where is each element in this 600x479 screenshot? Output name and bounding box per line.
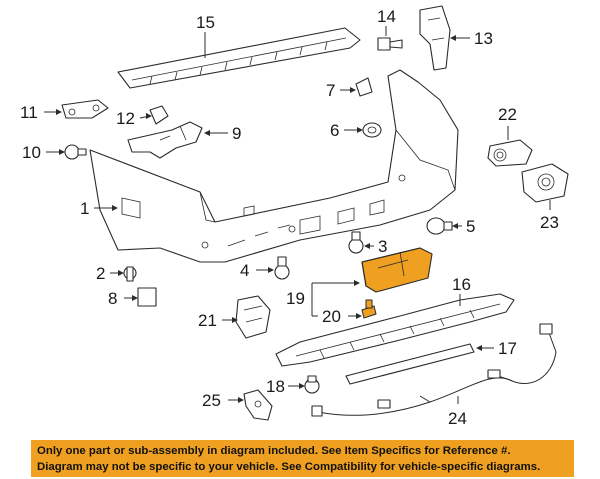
part-16-reinforcement xyxy=(275,293,515,367)
arrow-5 xyxy=(452,223,458,229)
part-17-strip xyxy=(345,343,475,385)
arrow-9 xyxy=(204,130,210,136)
disclaimer-line-2: Diagram may not be specific to your vehi… xyxy=(37,461,541,473)
callout-11: 11 xyxy=(20,103,38,122)
callout-7: 7 xyxy=(326,81,335,100)
arrow-3 xyxy=(364,243,370,249)
arrow-19 xyxy=(354,280,360,286)
callout-25: 25 xyxy=(202,391,221,410)
callout-20: 20 xyxy=(322,307,341,326)
part-22-sensor xyxy=(487,139,533,167)
callout-5: 5 xyxy=(466,217,475,236)
part-21-bracket xyxy=(235,295,271,339)
arrow-6 xyxy=(357,127,363,133)
part-18-bolt xyxy=(304,375,320,394)
callout-8: 8 xyxy=(108,289,117,308)
arrow-21 xyxy=(232,317,238,323)
arrow-10 xyxy=(59,149,65,155)
callout-17: 17 xyxy=(498,339,517,358)
arrow-12 xyxy=(146,113,152,119)
part-13-bracket xyxy=(419,5,451,71)
arrow-1 xyxy=(112,205,118,211)
callout-13: 13 xyxy=(474,29,493,48)
part-9-bracket xyxy=(127,121,203,159)
part-19-bracket-highlighted xyxy=(361,247,433,293)
arrow-13 xyxy=(450,35,456,41)
callout-24: 24 xyxy=(448,409,467,428)
arrow-7 xyxy=(350,87,356,93)
part-11-bracket xyxy=(61,99,109,119)
arrow-20 xyxy=(356,313,362,319)
part-25-bracket xyxy=(243,389,273,421)
callout-2: 2 xyxy=(96,264,105,283)
part-20-screw-highlighted xyxy=(361,299,377,319)
arrow-11 xyxy=(56,109,62,115)
callout-6: 6 xyxy=(330,121,339,140)
part-7-clip xyxy=(355,77,373,97)
callout-23: 23 xyxy=(540,213,559,232)
arrow-8 xyxy=(132,295,138,301)
part-6-grommet xyxy=(362,122,382,138)
part-12-clip xyxy=(149,105,169,125)
callout-14: 14 xyxy=(377,7,396,26)
part-8-pad xyxy=(137,287,157,307)
callout-21: 21 xyxy=(198,311,217,330)
part-3-bolt xyxy=(348,231,364,254)
callout-19: 19 xyxy=(286,289,305,308)
part-23-sensor-bracket xyxy=(521,163,569,203)
callout-18: 18 xyxy=(266,377,285,396)
callout-1: 1 xyxy=(80,199,89,218)
part-5-grommet xyxy=(426,217,453,235)
part-10-bolt xyxy=(64,144,87,160)
arrow-18 xyxy=(299,383,305,389)
part-15-garnish xyxy=(117,27,361,89)
callout-10: 10 xyxy=(22,143,41,162)
callout-4: 4 xyxy=(240,261,249,280)
callout-9: 9 xyxy=(232,124,241,143)
part-4-bolt xyxy=(274,256,290,280)
callout-3: 3 xyxy=(378,237,387,256)
disclaimer-banner: Only one part or sub-assembly in diagram… xyxy=(31,440,574,477)
disclaimer-line-1: Only one part or sub-assembly in diagram… xyxy=(37,445,511,457)
arrow-2 xyxy=(118,270,124,276)
callout-22: 22 xyxy=(498,105,517,124)
arrow-4 xyxy=(268,267,274,273)
part-24-wire-harness xyxy=(311,323,557,417)
arrow-17 xyxy=(476,345,482,351)
part-2-clip xyxy=(123,266,137,282)
callout-15: 15 xyxy=(196,13,215,32)
arrow-25 xyxy=(238,397,244,403)
part-1-bumper-cover xyxy=(89,69,459,263)
callout-12: 12 xyxy=(116,109,135,128)
callout-16: 16 xyxy=(452,275,471,294)
part-14-clip xyxy=(377,37,403,51)
